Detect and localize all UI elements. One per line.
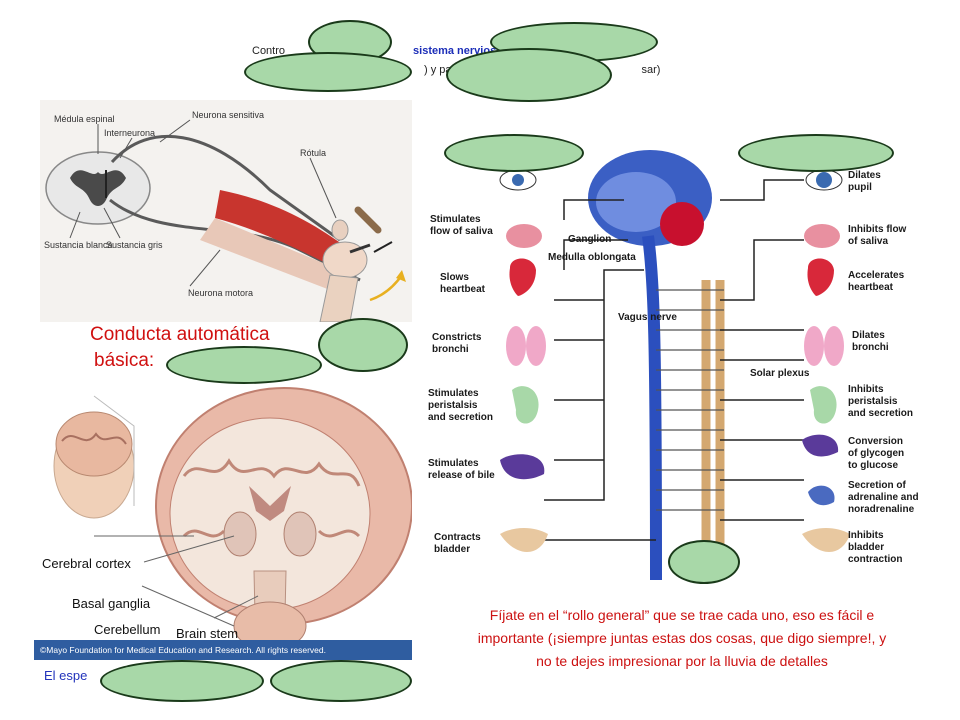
reflex-title-line1: Conducta automática bbox=[90, 324, 270, 345]
label-gray-matter: Sustancia gris bbox=[106, 240, 163, 250]
copyright-bar: ©Mayo Foundation for Medical Education a… bbox=[34, 640, 412, 660]
cloud-cover bbox=[444, 134, 584, 172]
label-solar-plexus: Solar plexus bbox=[750, 368, 810, 379]
reflex-title: Conducta automática básica: bbox=[90, 322, 270, 374]
header-line1-start: Contro bbox=[252, 45, 286, 57]
header-line2-mid: ) y pa bbox=[424, 64, 452, 76]
label-kneecap: Rótula bbox=[300, 148, 326, 158]
reflex-arc-illustration: Médula espinal Interneurona Neurona sens… bbox=[44, 110, 406, 323]
brain-figure: Cerebral cortex Basal ganglia Cerebellum… bbox=[34, 386, 413, 661]
label-brain-stem: Brain stem bbox=[176, 626, 238, 641]
label-ganglion: Ganglion bbox=[568, 234, 611, 245]
label-spinal-cord: Médula espinal bbox=[54, 114, 115, 124]
bottom-caption-start: El espe bbox=[44, 668, 88, 683]
label-medulla: Medulla oblongata bbox=[548, 252, 636, 263]
cloud-cover bbox=[446, 48, 612, 102]
brain-illustration: Cerebral cortex Basal ganglia Cerebellum… bbox=[42, 387, 413, 661]
label-vagus: Vagus nerve bbox=[618, 312, 677, 323]
cloud-cover bbox=[668, 540, 740, 584]
label-basal-ganglia: Basal ganglia bbox=[72, 596, 151, 611]
cloud-cover bbox=[270, 660, 412, 702]
cloud-cover bbox=[100, 660, 264, 702]
copyright-text: ©Mayo Foundation for Medical Education a… bbox=[40, 645, 326, 655]
label-interneuron: Interneurona bbox=[104, 128, 155, 138]
reflex-arc-figure: Médula espinal Interneurona Neurona sens… bbox=[40, 100, 412, 323]
label-cerebral-cortex: Cerebral cortex bbox=[42, 556, 131, 571]
cloud-cover bbox=[738, 134, 894, 172]
cloud-cover bbox=[318, 318, 408, 372]
label-sensory-neuron: Neurona sensitiva bbox=[192, 110, 264, 120]
cloud-cover bbox=[166, 346, 322, 384]
header-line2-end: sar) bbox=[641, 64, 661, 76]
cloud-cover bbox=[244, 52, 412, 92]
label-motor-neuron: Neurona motora bbox=[188, 288, 253, 298]
tip-text: Fíjate en el “rollo general” que se trae… bbox=[477, 607, 887, 669]
label-cerebellum: Cerebellum bbox=[94, 622, 160, 637]
label-white-matter: Sustancia blanca bbox=[44, 240, 113, 250]
reflex-title-line2: básica: bbox=[94, 350, 155, 371]
